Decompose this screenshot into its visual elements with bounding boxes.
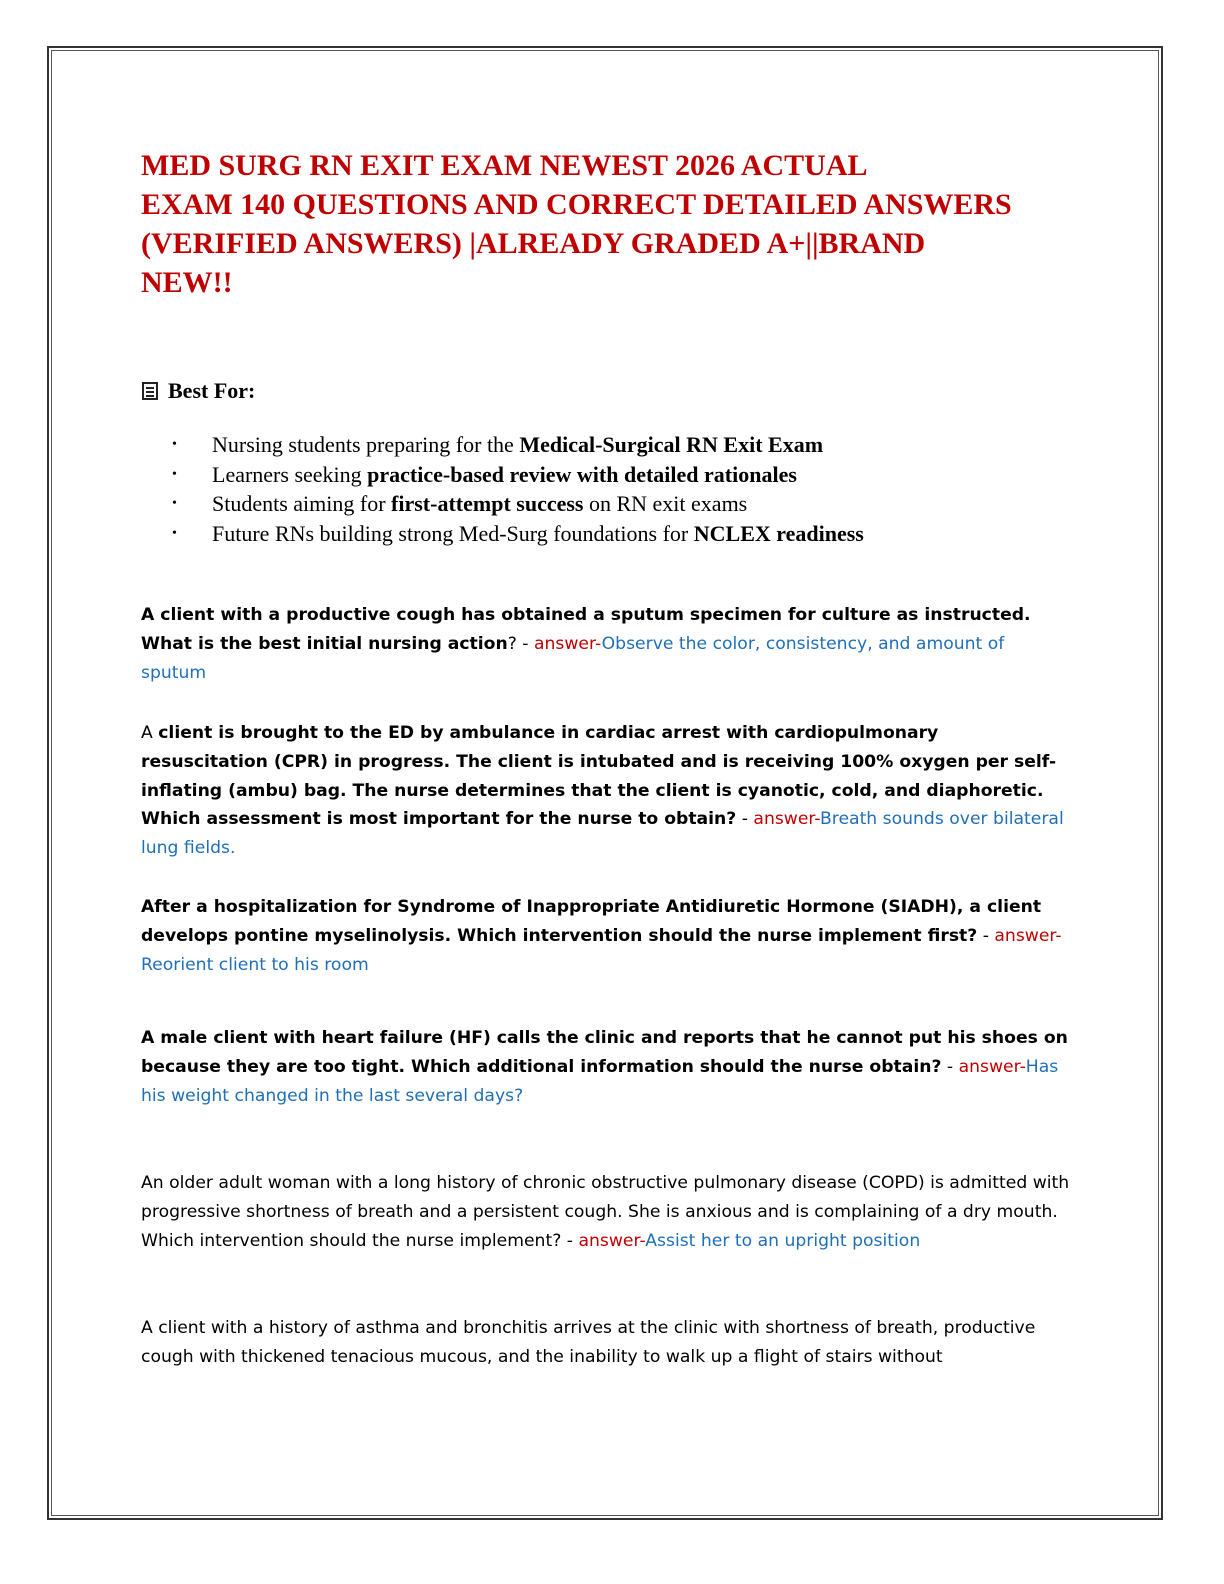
answer-text: Breath sounds over bilateral lung fields… (141, 809, 1064, 859)
question-block: A client with a productive cough has obt… (141, 605, 1031, 683)
question-block: A male client with heart failure (HF) ca… (141, 1028, 1068, 1106)
answer-text: Reorient client to his room (141, 954, 369, 975)
question-block: After a hospitalization for Syndrome of … (141, 897, 1062, 975)
bullet-icon: • (172, 466, 177, 482)
item-emphasis: first-attempt success (391, 491, 584, 516)
page-border-inner (51, 50, 1159, 1516)
answer-label: answer (753, 809, 815, 830)
memo-icon (142, 382, 158, 400)
question-text: client is brought to the ED by ambulance… (141, 723, 1057, 830)
list-item: • Nursing students preparing for the Med… (172, 430, 864, 460)
bullet-icon: • (172, 525, 177, 541)
title-line: NEW!! (141, 266, 233, 299)
question-lead: An older adult woman with a long history… (141, 1173, 1070, 1251)
item-text: Future RNs building strong Med-Surg foun… (212, 520, 694, 546)
item-emphasis: NCLEX readiness (693, 520, 864, 546)
answer-separator: ? - (507, 633, 534, 654)
answer-separator: - (941, 1056, 959, 1077)
question-text: A male client with heart failure (HF) ca… (141, 1028, 1068, 1077)
bullet-icon: • (172, 437, 177, 452)
question-lead: A (141, 723, 159, 743)
title-line: MED SURG RN EXIT EXAM NEWEST 2026 ACTUAL (141, 149, 868, 182)
question-block: A client is brought to the ED by ambulan… (141, 723, 1064, 859)
item-emphasis: Medical-Surgical RN Exit Exam (519, 432, 824, 457)
answer-label: answer (533, 633, 595, 654)
answer-text: Has his weight changed in the last sever… (141, 1056, 1059, 1106)
bullet-icon: • (172, 496, 177, 511)
best-for-list: • Nursing students preparing for the Med… (172, 430, 864, 548)
question-text: After a hospitalization for Syndrome of … (141, 897, 1042, 946)
best-for-label: Best For: (168, 378, 256, 403)
item-tail: on RN exit exams (583, 491, 748, 516)
title-line: (VERIFIED ANSWERS) |ALREADY GRADED A+||B… (141, 227, 926, 260)
list-item: • Learners seeking practice-based review… (172, 460, 864, 490)
item-text: Learners seeking (212, 461, 368, 487)
question-block: An older adult woman with a long history… (141, 1173, 1070, 1251)
question-block: A client with a history of asthma and br… (141, 1314, 1071, 1372)
title-line: EXAM 140 QUESTIONS AND CORRECT DETAILED … (141, 188, 1012, 221)
best-for-heading: Best For: (142, 378, 255, 404)
item-text: Students aiming for (212, 491, 392, 516)
item-emphasis: practice-based review with detailed rati… (367, 461, 797, 487)
page-border-outer (47, 46, 1163, 1520)
answer-separator: - (977, 925, 995, 946)
answer-separator: - (736, 809, 754, 830)
answer-separator: - (561, 1230, 579, 1251)
question-text: A client with a productive cough has obt… (141, 605, 1031, 654)
answer-text: Observe the color, consistency, and amou… (141, 633, 1005, 683)
list-item: • Future RNs building strong Med-Surg fo… (172, 519, 864, 549)
answer-label: answer (958, 1056, 1020, 1077)
document-title: MED SURG RN EXIT EXAM NEWEST 2026 ACTUAL… (141, 146, 1081, 302)
answer-text: Assist her to an upright position (645, 1230, 921, 1251)
list-item: • Students aiming for first-attempt succ… (172, 489, 864, 519)
item-text: Nursing students preparing for the (212, 432, 520, 457)
answer-label: answer (994, 925, 1056, 946)
answer-label: answer (578, 1230, 640, 1251)
question-lead: A client with a history of asthma and br… (141, 1318, 1036, 1367)
